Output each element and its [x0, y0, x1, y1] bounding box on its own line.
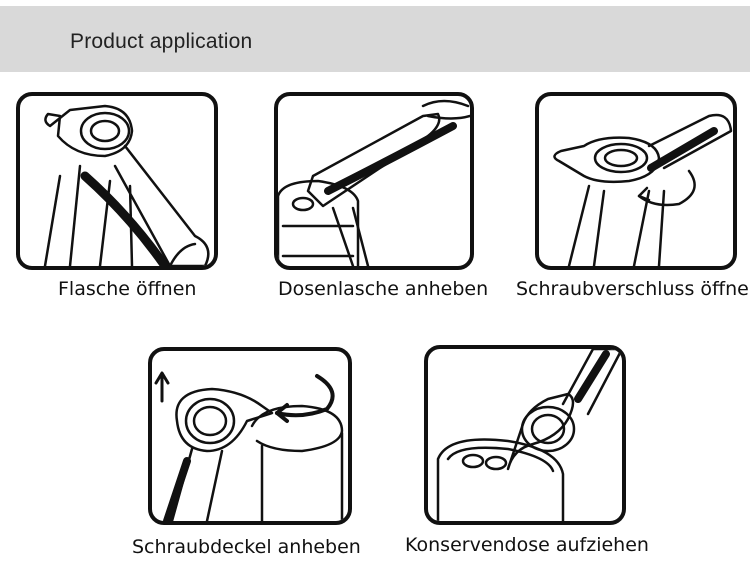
- page-title: Product application: [70, 30, 253, 53]
- caption-can-pull-open: Konservendose aufziehen: [405, 534, 649, 556]
- bottle-opening-icon: [43, 104, 210, 266]
- panel-can-tab-lift: [274, 92, 474, 270]
- can-pull-open-icon: [436, 349, 622, 521]
- panel-bottle-opening: [16, 92, 218, 270]
- can-tab-lift-icon: [278, 99, 470, 266]
- header-bar: Product application: [0, 6, 750, 72]
- caption-screw-cap-opening: Schraubverschluss öffnen: [516, 278, 750, 300]
- caption-bottle-opening: Flasche öffnen: [58, 278, 197, 300]
- caption-screw-lid-lift: Schraubdeckel anheben: [132, 536, 361, 558]
- panel-can-pull-open: [424, 345, 626, 525]
- screw-lid-lift-icon: [154, 371, 344, 521]
- panel-screw-lid-lift: [148, 347, 352, 525]
- caption-can-tab-lift: Dosenlasche anheben: [278, 278, 489, 300]
- screw-cap-opening-icon: [553, 113, 733, 266]
- panel-screw-cap-opening: [535, 92, 737, 270]
